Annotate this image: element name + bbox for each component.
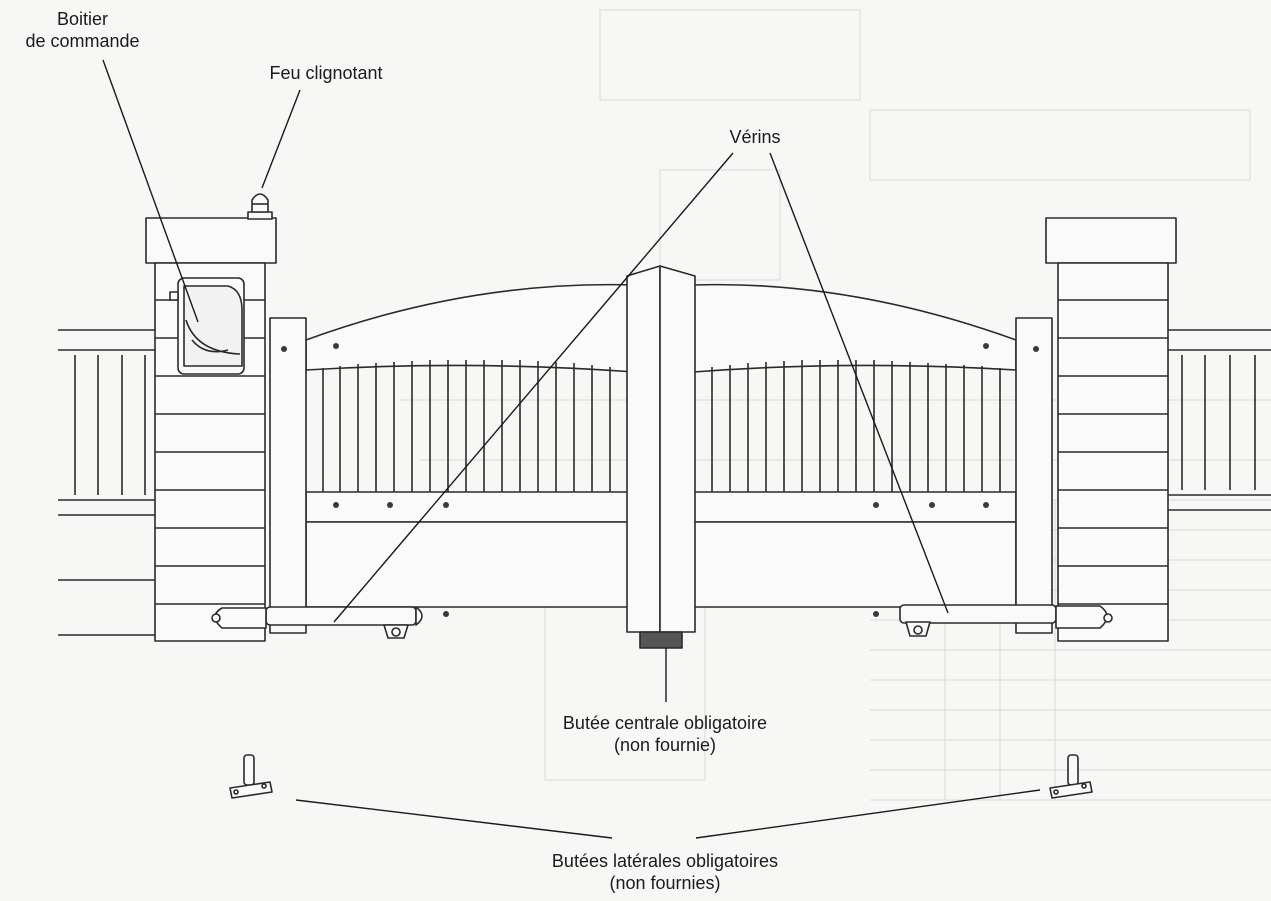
center-stop-label-line1: Butée centrale obligatoire [562,713,768,733]
control-box-label: Boitier de commande [0,8,165,52]
left-wall [58,329,155,636]
center-stop-label: Butée centrale obligatoire (non fournie) [525,712,805,756]
right-pillar [1045,217,1177,642]
actuators-label: Vérins [700,126,810,148]
gate-bolts [281,343,1039,617]
control-box-label-line1: Boitier [56,9,109,29]
control-box-label-line2: de commande [25,31,140,51]
right-actuator [899,604,1113,637]
control-box [169,277,245,375]
flashing-light [247,193,273,220]
right-side-stop [1049,754,1093,799]
flashing-light-label: Feu clignotant [236,62,416,84]
flashing-light-label-text: Feu clignotant [269,63,383,83]
left-side-stop [229,754,273,799]
right-gate-leaf [692,283,1053,634]
leader-lines [102,59,1041,839]
center-posts [626,265,696,633]
side-stops-label-line1: Butées latérales obligatoires [551,851,779,871]
side-stops-label-line2: (non fournies) [609,873,721,893]
right-wall [1168,329,1271,511]
left-actuator [211,606,423,639]
side-stops-label: Butées latérales obligatoires (non fourn… [495,850,835,894]
center-stop-label-line2: (non fournie) [613,735,717,755]
center-stop-block [639,631,683,649]
left-gate-leaf [269,283,637,634]
actuators-label-text: Vérins [729,127,781,147]
